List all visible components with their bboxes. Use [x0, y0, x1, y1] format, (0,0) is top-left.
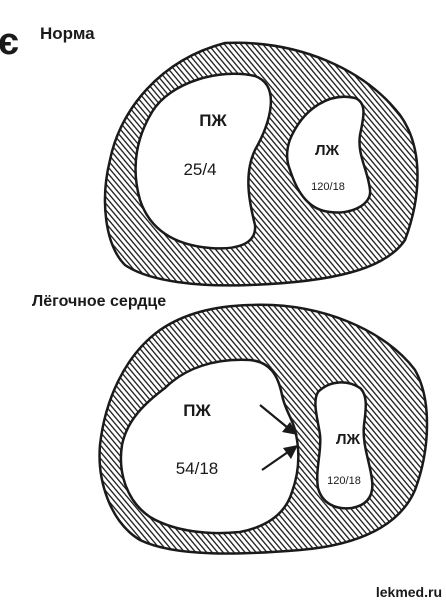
panel-title: Норма	[40, 24, 95, 43]
rv-pressure: 54/18	[176, 459, 219, 478]
panel-title: Лёгочное сердце	[32, 293, 166, 310]
corner-glyph: є	[0, 21, 19, 63]
rv-pressure: 25/4	[183, 160, 216, 179]
panel-pulmonary-heart: Лёгочное сердце ПЖ 54/18 ЛЖ 120/18	[32, 293, 427, 554]
rv-label: ПЖ	[199, 111, 227, 130]
lv-label: ЛЖ	[336, 431, 361, 448]
rv-label: ПЖ	[183, 401, 211, 420]
watermark: lekmed.ru	[376, 584, 442, 600]
lv-pressure: 120/18	[311, 181, 345, 193]
panel-normal: Норма ПЖ 25/4 ЛЖ 120/18	[40, 24, 418, 285]
lv-pressure: 120/18	[327, 475, 361, 487]
lv-label: ЛЖ	[315, 142, 340, 159]
